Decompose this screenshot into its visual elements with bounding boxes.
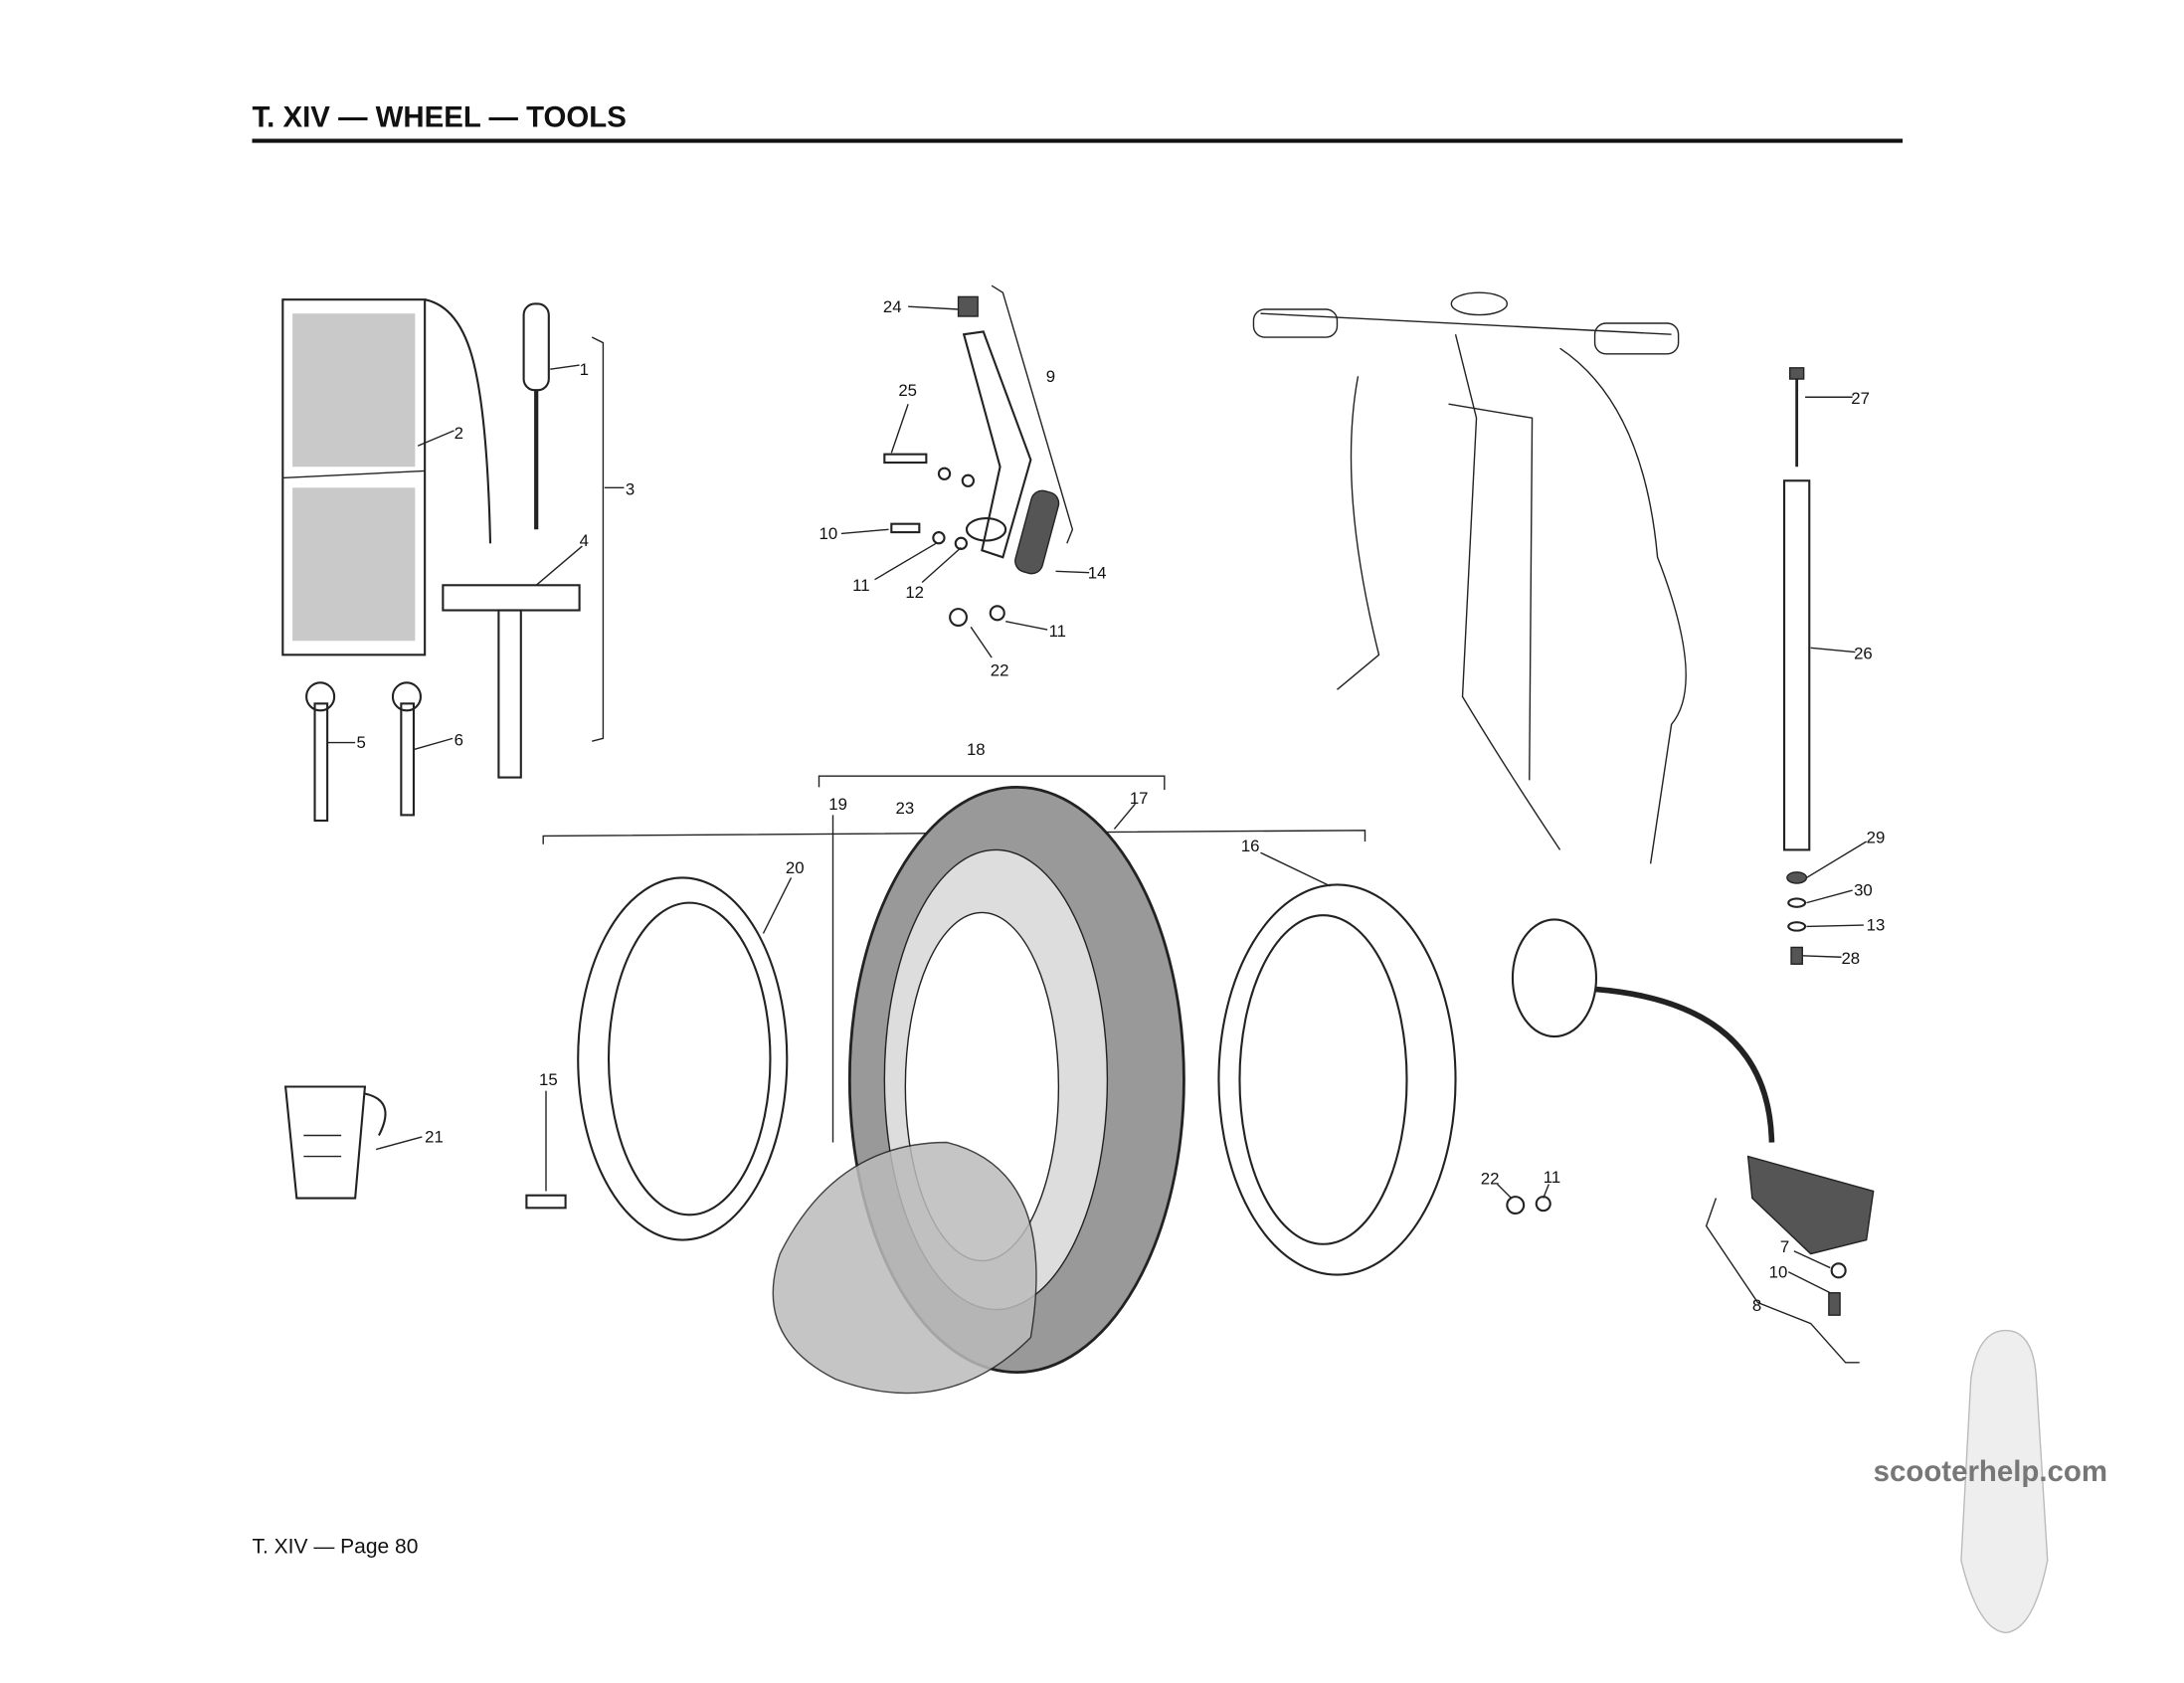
callout-10: 10 — [819, 524, 838, 543]
tool-roll-illustration — [281, 298, 492, 656]
callout-4: 4 — [580, 531, 589, 550]
callout-9: 9 — [1046, 367, 1055, 386]
callout-3: 3 — [626, 479, 635, 498]
callout-17: 17 — [1130, 789, 1149, 808]
bolt-15-illustration — [525, 1194, 567, 1210]
callout-11: 11 — [1544, 1168, 1560, 1187]
callout-10: 10 — [1769, 1262, 1788, 1281]
callout-21: 21 — [425, 1128, 444, 1147]
callout-27: 27 — [1851, 389, 1870, 408]
callout-18: 18 — [967, 740, 986, 759]
callout-1: 1 — [580, 360, 589, 379]
watermark: scooterhelp.com — [1874, 1329, 2107, 1634]
callout-19: 19 — [828, 795, 847, 814]
washer-11-illustration — [1535, 1196, 1551, 1213]
callout-24: 24 — [883, 297, 902, 316]
callout-15: 15 — [539, 1070, 558, 1089]
callout-22: 22 — [1481, 1170, 1500, 1189]
page-footer: T. XIV — Page 80 — [252, 1536, 418, 1559]
open-spanners-illustration — [305, 681, 423, 823]
stand-illustration — [1783, 367, 1811, 965]
mirror-illustration — [1511, 918, 1875, 1364]
callout-26: 26 — [1854, 645, 1873, 663]
leader-lines — [327, 305, 1868, 1294]
box-spanner-illustration — [442, 584, 581, 779]
callout-11: 11 — [852, 576, 869, 595]
callout-5: 5 — [357, 733, 366, 752]
callout-29: 29 — [1867, 828, 1886, 846]
callout-14: 14 — [1088, 563, 1107, 582]
oil-jug-illustration — [283, 1085, 387, 1200]
callout-labels: 1 2 3 4 5 6 24 9 25 10 11 12 14 11 22 27… — [357, 297, 1886, 1315]
callout-12: 12 — [905, 583, 924, 602]
callout-8: 8 — [1752, 1296, 1761, 1315]
kickstart-lever-illustration — [883, 284, 1074, 627]
scooter-front-outline — [1252, 291, 1687, 864]
watermark-text: scooterhelp.com — [1874, 1455, 2107, 1488]
callout-28: 28 — [1841, 949, 1860, 968]
callout-6: 6 — [455, 730, 463, 749]
callout-22: 22 — [991, 660, 1009, 679]
callout-11: 11 — [1049, 622, 1066, 641]
screwdriver-illustration — [522, 302, 550, 530]
callout-20: 20 — [786, 858, 805, 877]
callout-16: 16 — [1241, 837, 1260, 855]
callout-2: 2 — [455, 424, 463, 443]
nut-22-illustration — [1506, 1196, 1526, 1215]
page-title: T. XIV — WHEEL — TOOLS — [252, 101, 626, 134]
callout-30: 30 — [1854, 881, 1873, 900]
callout-23: 23 — [896, 799, 915, 818]
tool-kit-bracket — [591, 336, 605, 742]
callout-25: 25 — [898, 381, 917, 400]
half-rim-left-illustration — [577, 876, 789, 1241]
callout-7: 7 — [1780, 1237, 1789, 1256]
callout-13: 13 — [1867, 916, 1886, 935]
tyre-illustration — [772, 785, 1185, 1395]
half-rim-right-illustration — [1217, 883, 1457, 1276]
